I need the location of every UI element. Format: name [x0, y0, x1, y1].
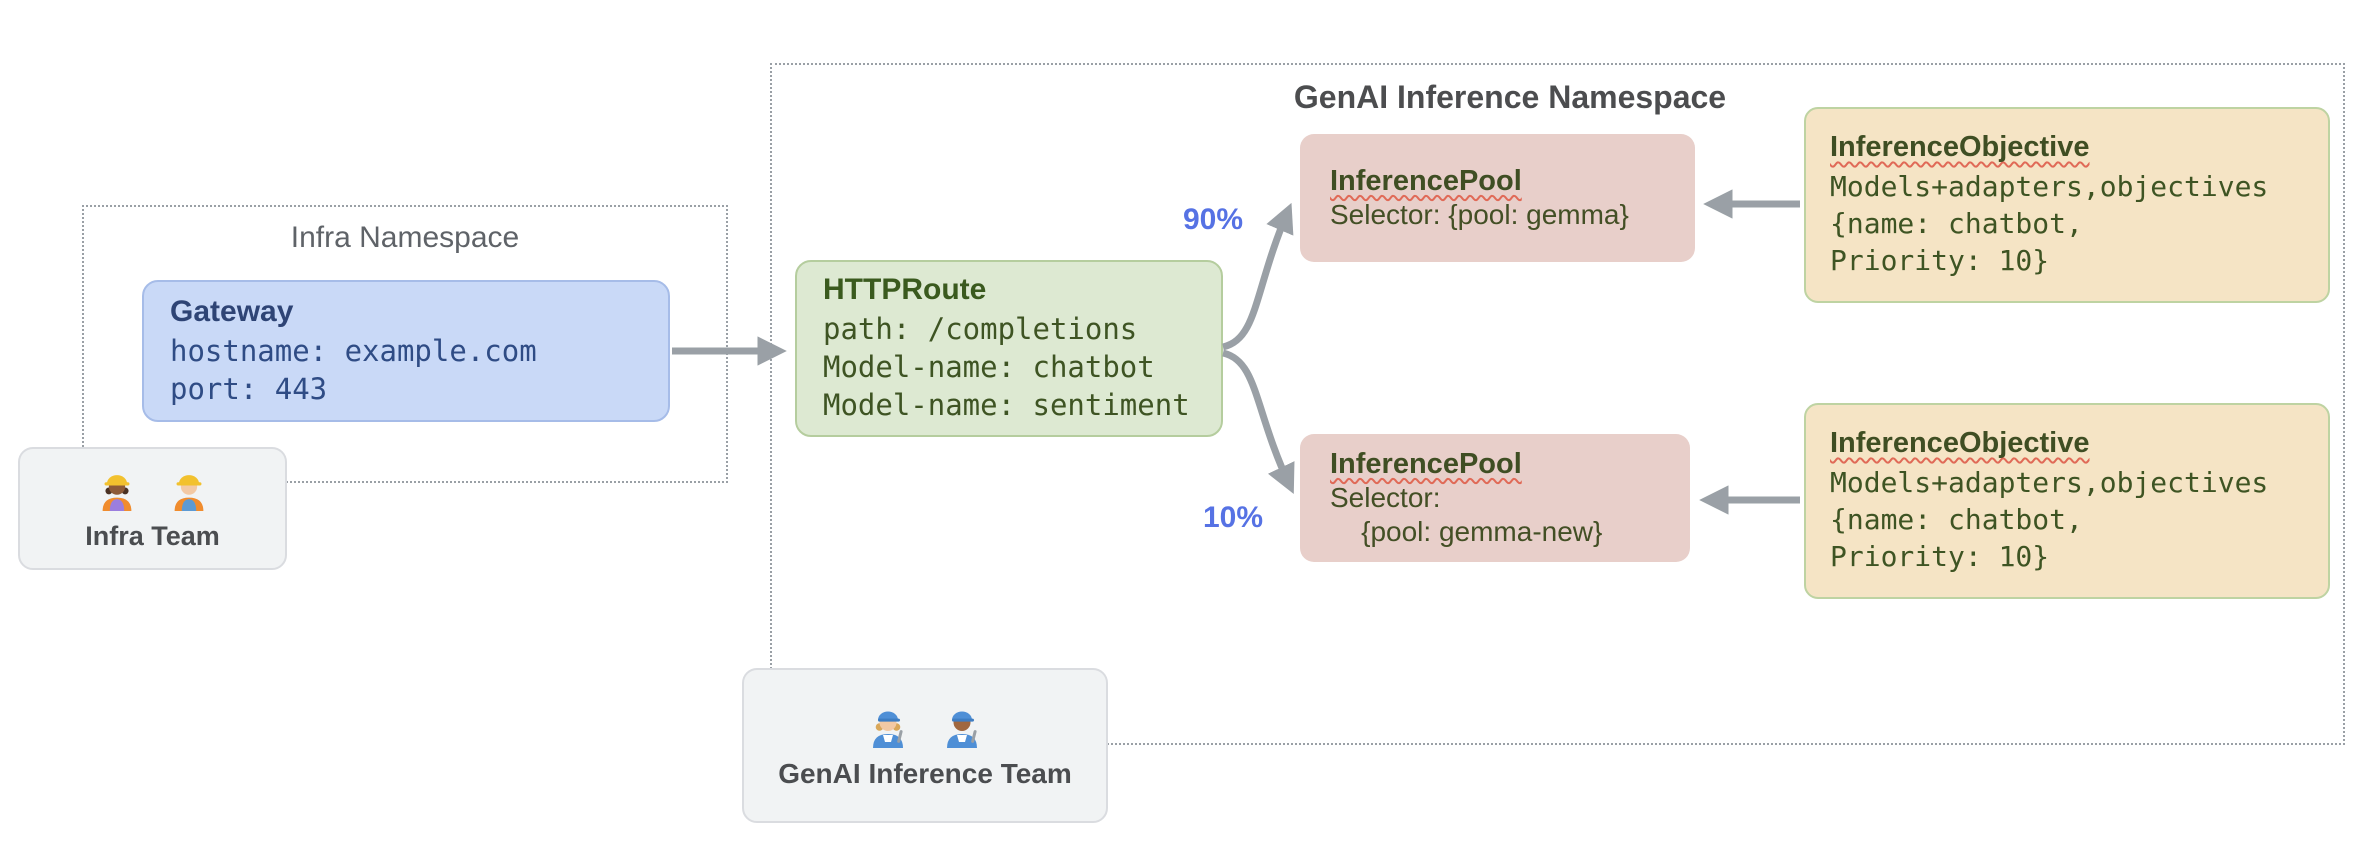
inference-objective-top-title: InferenceObjective	[1830, 131, 2090, 163]
inference-pool-bottom-node: InferencePool Selector: {pool: gemma-new…	[1300, 434, 1690, 562]
man-mechanic-icon	[938, 701, 986, 754]
httproute-model-chatbot-line: Model-name: chatbot	[823, 350, 1155, 384]
genai-namespace-box: GenAI Inference Namespace	[770, 63, 2345, 745]
infra-namespace-box: Infra Namespace	[82, 205, 728, 483]
infra-team-label: Infra Team	[85, 520, 220, 551]
httproute-title: HTTPRoute	[823, 273, 987, 306]
gateway-port-line: port: 443	[170, 371, 328, 406]
httproute-path-line: path: /completions	[823, 312, 1138, 346]
woman-construction-worker-icon	[94, 466, 140, 517]
inference-objective-top-name-line: {name: chatbot,	[1830, 207, 2083, 240]
woman-mechanic-icon	[864, 701, 912, 754]
inference-objective-bottom-title: InferenceObjective	[1830, 427, 2090, 459]
inference-objective-bottom-models-line: Models+adapters,objectives	[1830, 466, 2269, 499]
httproute-node: HTTPRoute path: /completions Model-name:…	[795, 260, 1223, 437]
inference-objective-bottom-priority-line: Priority: 10}	[1830, 540, 2050, 573]
inference-objective-top-node: InferenceObjective Models+adapters,objec…	[1804, 107, 2330, 303]
infra-team-card: Infra Team	[18, 447, 287, 570]
man-construction-worker-icon	[166, 466, 212, 517]
infra-team-icons	[94, 466, 212, 517]
inference-objective-bottom-name-line: {name: chatbot,	[1830, 503, 2083, 536]
inference-pool-top-title: InferencePool	[1330, 164, 1522, 197]
gateway-node: Gateway hostname: example.com port: 443	[142, 280, 670, 422]
genai-namespace-title: GenAI Inference Namespace	[1293, 79, 1727, 115]
infra-namespace-title: Infra Namespace	[290, 221, 520, 254]
inference-objective-top-priority-line: Priority: 10}	[1830, 244, 2050, 277]
traffic-split-10-label: 10%	[1203, 501, 1264, 534]
traffic-split-90-label: 90%	[1183, 203, 1244, 236]
genai-team-label: GenAI Inference Team	[778, 758, 1072, 789]
gateway-hostname-line: hostname: example.com	[170, 333, 537, 368]
inference-pool-top-selector-line: Selector: {pool: gemma}	[1330, 198, 1629, 230]
inference-objective-bottom-node: InferenceObjective Models+adapters,objec…	[1804, 403, 2330, 599]
inference-objective-top-models-line: Models+adapters,objectives	[1830, 170, 2269, 203]
inference-pool-bottom-selector-line: Selector:	[1330, 481, 1441, 513]
genai-team-icons	[864, 701, 986, 754]
inference-pool-top-node: InferencePool Selector: {pool: gemma}	[1300, 134, 1695, 262]
inference-pool-bottom-title: InferencePool	[1330, 447, 1522, 480]
httproute-model-sentiment-line: Model-name: sentiment	[823, 388, 1190, 422]
genai-team-card: GenAI Inference Team	[742, 668, 1108, 823]
gateway-title: Gateway	[170, 294, 294, 328]
inference-pool-bottom-selector-value-line: {pool: gemma-new}	[1330, 515, 1603, 547]
